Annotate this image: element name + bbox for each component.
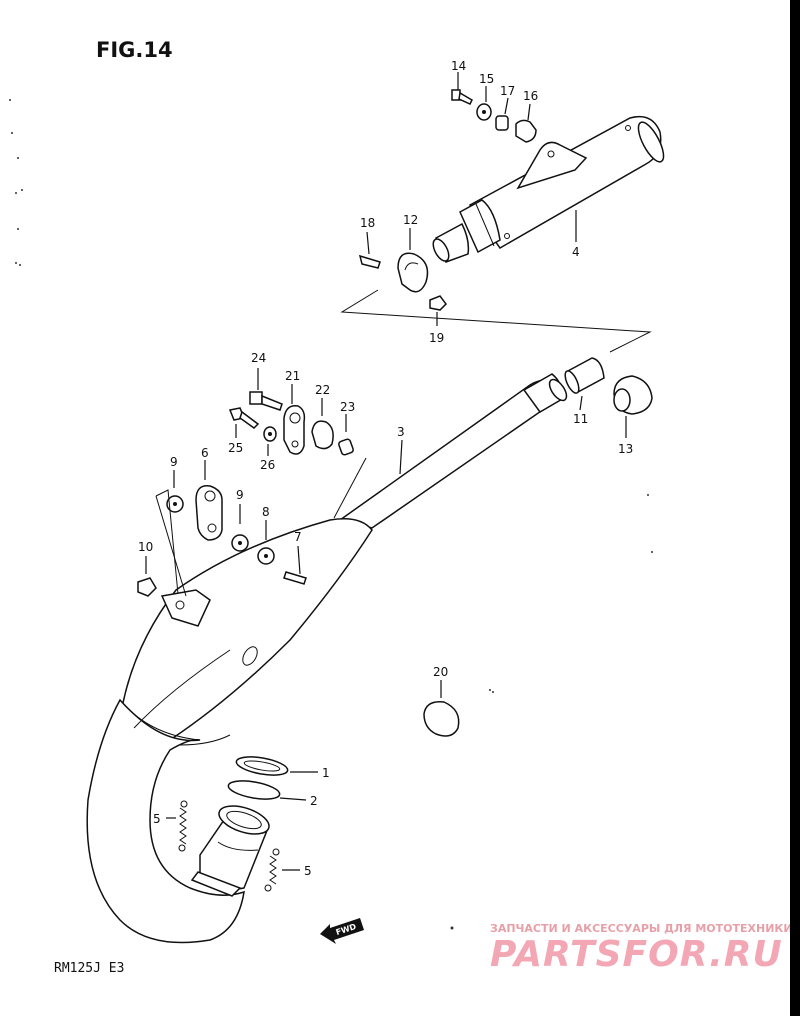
- callout-6: 6: [201, 446, 209, 460]
- scan-edge-border: [790, 0, 800, 1016]
- callout-9-right: 9: [236, 488, 244, 502]
- clamp-12: [397, 228, 429, 293]
- callout-18: 18: [360, 216, 375, 230]
- callout-9-left: 9: [170, 455, 178, 469]
- callout-5-right: 5: [304, 864, 312, 878]
- callout-19: 19: [429, 331, 444, 345]
- washer-9-right: [231, 504, 249, 552]
- bracket-21: [283, 384, 306, 455]
- callout-10: 10: [138, 540, 153, 554]
- collar-23: [338, 414, 354, 456]
- callout-13: 13: [618, 442, 633, 456]
- callout-4: 4: [572, 245, 580, 259]
- model-label: RM125J E3: [54, 961, 124, 976]
- leader-3: [399, 439, 403, 475]
- cushion-22: [311, 398, 334, 450]
- bolt-24: [249, 368, 283, 411]
- callout-8: 8: [262, 505, 270, 519]
- washer-15: [476, 86, 492, 121]
- cushion-20: [423, 680, 460, 737]
- callout-11: 11: [573, 412, 588, 426]
- fwd-arrow-icon: FWD: [320, 918, 364, 944]
- nut-19: [429, 295, 447, 326]
- callout-22: 22: [315, 383, 330, 397]
- washer-26: [263, 426, 277, 456]
- callout-16: 16: [523, 89, 538, 103]
- cushion-16: [515, 103, 537, 143]
- callout-17: 17: [500, 84, 515, 98]
- connecting-tube: [564, 357, 605, 411]
- figure-title: FIG.14: [96, 38, 173, 62]
- exhaust-pipe: [86, 373, 568, 944]
- bolt-7: [283, 545, 307, 585]
- gasket-2: [227, 780, 307, 801]
- washer-9-left: [166, 470, 184, 513]
- watermark: ЗАПЧАСТИ И АКСЕССУАРЫ ДЛЯ МОТОТЕХНИКИ PA…: [490, 922, 790, 975]
- collar-8: [257, 520, 275, 565]
- callout-21: 21: [285, 369, 300, 383]
- watermark-logo: PARTSFOR.RU: [490, 934, 783, 975]
- assembly-guide-lines: [340, 289, 652, 353]
- callout-26: 26: [260, 458, 275, 472]
- callout-2: 2: [310, 794, 318, 808]
- spring-5-left: [166, 800, 188, 852]
- gasket-1: [235, 756, 318, 776]
- callout-7: 7: [294, 530, 302, 544]
- bolt-18: [358, 231, 381, 269]
- watermark-tagline: ЗАПЧАСТИ И АКСЕССУАРЫ ДЛЯ МОТОТЕХНИКИ: [490, 922, 790, 935]
- callout-24: 24: [251, 351, 266, 365]
- callout-25: 25: [228, 441, 243, 455]
- spring-5-right: [264, 848, 300, 892]
- callout-23: 23: [340, 400, 355, 414]
- bolt-25: [228, 407, 260, 438]
- callout-3: 3: [397, 425, 405, 439]
- joint-13: [613, 375, 653, 438]
- callout-12: 12: [403, 213, 418, 227]
- callout-5-left: 5: [153, 812, 161, 826]
- callout-14: 14: [451, 59, 466, 73]
- callout-20: 20: [433, 665, 448, 679]
- callout-15: 15: [479, 72, 494, 86]
- stay-6: [195, 460, 223, 541]
- guide-lines-stay: [155, 457, 367, 597]
- callout-1: 1: [322, 766, 330, 780]
- collar-17: [495, 97, 509, 131]
- nut-10: [137, 556, 157, 597]
- bolt-14: [451, 72, 473, 105]
- silencer: [432, 115, 665, 263]
- scan-specks: [9, 99, 653, 930]
- callout-labels: 14 15 17 16 18 12 4 19 24 21 22 23 25 26…: [138, 59, 633, 878]
